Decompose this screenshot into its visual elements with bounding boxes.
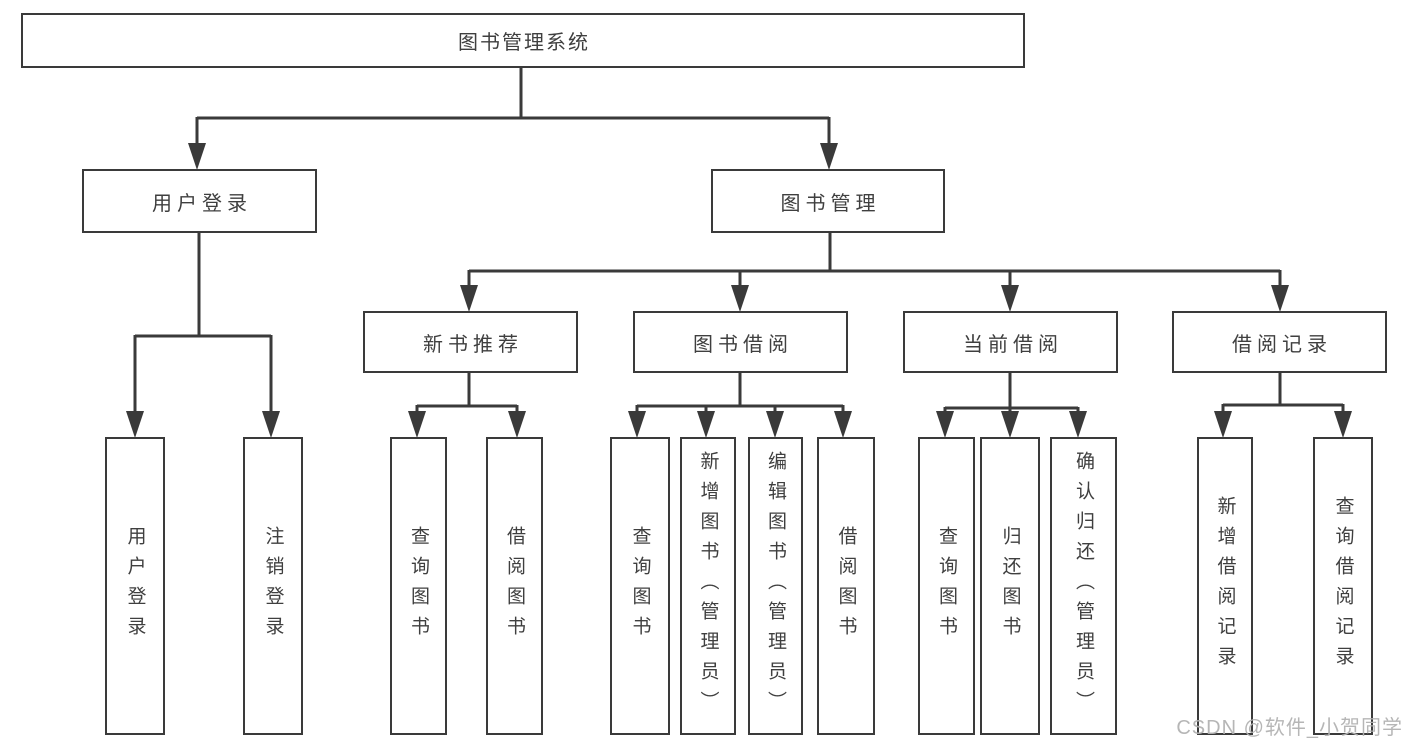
arrowheads xyxy=(126,143,1352,438)
leaf-add-borrow-record: 新增借阅记录 xyxy=(1197,437,1253,735)
node-user-login: 用户登录 xyxy=(82,169,317,233)
node-new-book-recommend: 新书推荐 xyxy=(363,311,578,373)
node-library-system: 图书管理系统 xyxy=(21,13,1025,68)
leaf-add-books-admin: 新增图书（管理员） xyxy=(680,437,736,735)
csdn-watermark: CSDN @软件_小贺同学 xyxy=(1176,717,1403,739)
leaf-query-borrow-record: 查询借阅记录 xyxy=(1313,437,1373,735)
leaf-edit-books-admin: 编辑图书（管理员） xyxy=(748,437,803,735)
leaf-query-books-1: 查询图书 xyxy=(390,437,447,735)
leaf-user-login: 用户登录 xyxy=(105,437,165,735)
leaf-borrow-books-1: 借阅图书 xyxy=(486,437,543,735)
leaf-query-books-3: 查询图书 xyxy=(918,437,975,735)
node-book-management: 图书管理 xyxy=(711,169,945,233)
node-borrow-records: 借阅记录 xyxy=(1172,311,1387,373)
leaf-logout: 注销登录 xyxy=(243,437,303,735)
leaf-confirm-return-admin: 确认归还（管理员） xyxy=(1050,437,1117,735)
node-current-borrow: 当前借阅 xyxy=(903,311,1118,373)
leaf-query-books-2: 查询图书 xyxy=(610,437,670,735)
node-book-borrow: 图书借阅 xyxy=(633,311,848,373)
leaf-borrow-books-2: 借阅图书 xyxy=(817,437,875,735)
leaf-return-books: 归还图书 xyxy=(980,437,1040,735)
